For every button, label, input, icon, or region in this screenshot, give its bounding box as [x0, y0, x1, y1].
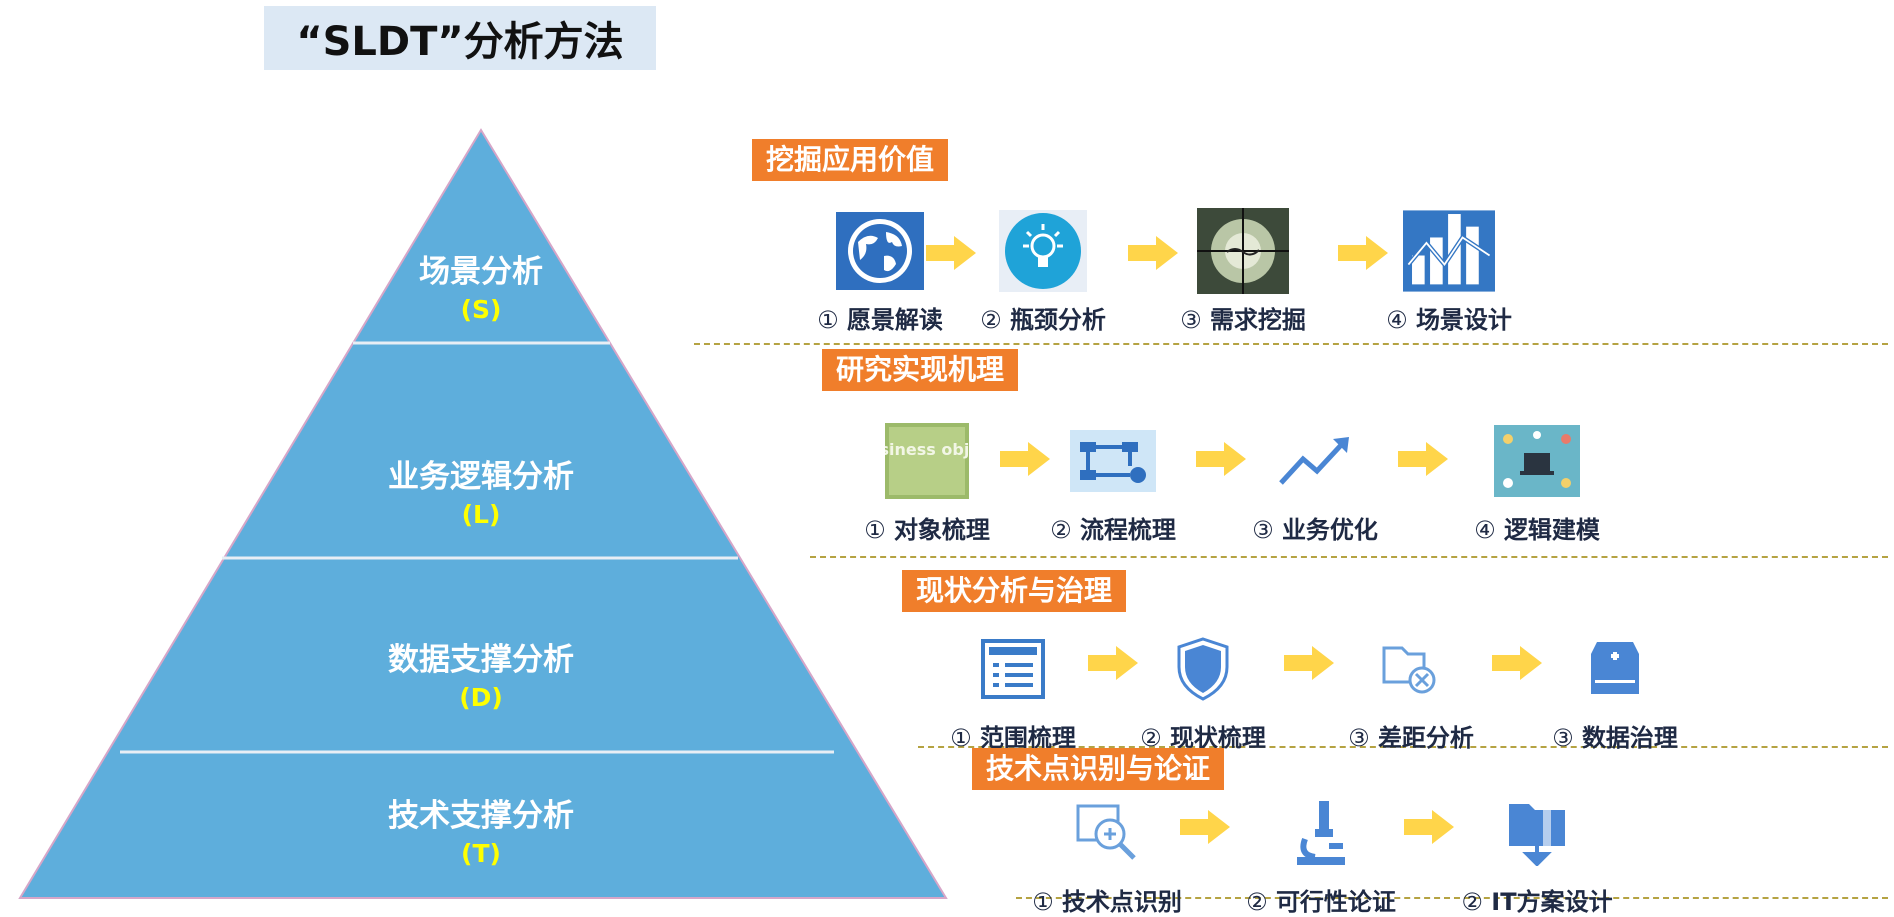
drive-plus-icon — [1569, 628, 1661, 710]
folder-x-icon — [1365, 628, 1457, 710]
step-label: 场景设计 — [1415, 306, 1512, 334]
step-flow: ② 流程梳理 — [1028, 420, 1198, 545]
globe-icon — [834, 210, 926, 292]
step-number: ② — [1246, 888, 1268, 916]
section-divider — [810, 556, 1888, 558]
arrow-right-icon — [1000, 442, 1050, 476]
arrow-right-icon — [1398, 442, 1448, 476]
step-number: ① — [950, 724, 972, 752]
level-s: 场景分析 (S) — [331, 246, 631, 324]
step-label: 对象梳理 — [893, 516, 990, 544]
pyramid-shape — [18, 128, 948, 899]
arrow-right-icon — [926, 236, 976, 270]
shield-icon — [1157, 628, 1249, 710]
step-label: 需求挖掘 — [1209, 306, 1306, 334]
level-code: (D) — [459, 683, 503, 712]
step-bottleneck: ② 瓶颈分析 — [958, 210, 1128, 335]
step-object: business object ① 对象梳理 — [842, 420, 1012, 545]
level-t: 技术支撑分析 (T) — [331, 790, 631, 868]
step-tech-point: ① 技术点识别 — [1022, 792, 1192, 917]
step-label: 逻辑建模 — [1503, 516, 1600, 544]
lightbulb-icon — [997, 210, 1089, 292]
step-scene-design: ④ 场景设计 — [1364, 210, 1534, 335]
step-label: 可行性论证 — [1275, 888, 1396, 916]
microscope-icon — [1275, 792, 1367, 874]
step-it-plan: ② IT方案设计 — [1452, 792, 1622, 917]
target-icon — [1197, 208, 1289, 294]
pyramid-graphic — [18, 128, 948, 899]
step-label: 技术点识别 — [1061, 888, 1182, 916]
step-label: 差距分析 — [1377, 724, 1474, 752]
step-number: ① — [864, 516, 886, 544]
step-gap: ③ 差距分析 — [1326, 628, 1496, 753]
step-vision: ① 愿景解读 — [795, 210, 965, 335]
step-governance: ③ 数据治理 — [1530, 628, 1700, 753]
step-number: ③ — [1252, 516, 1274, 544]
arrow-right-icon — [1492, 646, 1542, 680]
arrow-right-icon — [1196, 442, 1246, 476]
step-number: ③ — [1348, 724, 1370, 752]
step-number: ④ — [1386, 306, 1408, 334]
arrow-right-icon — [1284, 646, 1334, 680]
arrow-right-icon — [1180, 810, 1230, 844]
step-label: 愿景解读 — [846, 306, 943, 334]
step-number: ② — [980, 306, 1002, 334]
step-current: ② 现状梳理 — [1118, 628, 1288, 753]
section-title-tech: 技术点识别与论证 — [972, 748, 1225, 790]
step-label: 业务优化 — [1281, 516, 1378, 544]
level-l: 业务逻辑分析 (L) — [331, 451, 631, 529]
step-label: IT方案设计 — [1491, 888, 1613, 916]
step-label: 瓶颈分析 — [1009, 306, 1106, 334]
step-number: ② — [1050, 516, 1072, 544]
section-divider — [918, 746, 1888, 748]
level-code: (L) — [461, 500, 501, 529]
step-optimize: ③ 业务优化 — [1230, 420, 1400, 545]
section-title-value: 挖掘应用价值 — [752, 139, 949, 181]
list-icon — [967, 628, 1059, 710]
section-divider — [694, 343, 1888, 345]
level-name: 技术支撑分析 — [388, 798, 574, 834]
arrow-right-icon — [1404, 810, 1454, 844]
step-number: ② — [1461, 888, 1483, 916]
step-label: 现状梳理 — [1169, 724, 1266, 752]
level-name: 业务逻辑分析 — [388, 459, 574, 495]
step-number: ① — [817, 306, 839, 334]
section-title-mechanism: 研究实现机理 — [822, 349, 1019, 391]
section-divider — [1016, 897, 1888, 899]
level-code: (S) — [460, 295, 502, 324]
step-number: ③ — [1180, 306, 1202, 334]
step-number: ① — [1032, 888, 1054, 916]
business-object-icon: business object — [881, 420, 973, 502]
page-title: “SLDT”分析方法 — [264, 6, 656, 70]
level-d: 数据支撑分析 (D) — [331, 634, 631, 712]
model-icon — [1491, 420, 1583, 502]
step-number: ④ — [1474, 516, 1496, 544]
step-demand: ③ 需求挖掘 — [1158, 208, 1328, 335]
level-code: (T) — [461, 839, 501, 868]
step-number: ③ — [1552, 724, 1574, 752]
icon-text: business object — [885, 440, 969, 459]
step-scope: ① 范围梳理 — [928, 628, 1098, 753]
step-number: ② — [1140, 724, 1162, 752]
step-label: 数据治理 — [1581, 724, 1678, 752]
arrow-right-icon — [1088, 646, 1138, 680]
trend-up-icon — [1269, 420, 1361, 502]
magnify-icon — [1061, 792, 1153, 874]
arrow-right-icon — [1128, 236, 1178, 270]
bar-chart-icon — [1403, 210, 1495, 292]
step-modeling: ④ 逻辑建模 — [1452, 420, 1622, 545]
zip-folder-icon — [1491, 792, 1583, 874]
step-label: 范围梳理 — [979, 724, 1076, 752]
level-name: 数据支撑分析 — [388, 642, 574, 678]
section-title-status: 现状分析与治理 — [902, 570, 1127, 612]
flow-icon — [1067, 420, 1159, 502]
step-label: 流程梳理 — [1079, 516, 1176, 544]
step-feasibility: ② 可行性论证 — [1236, 792, 1406, 917]
arrow-right-icon — [1338, 236, 1388, 270]
level-name: 场景分析 — [419, 254, 543, 290]
